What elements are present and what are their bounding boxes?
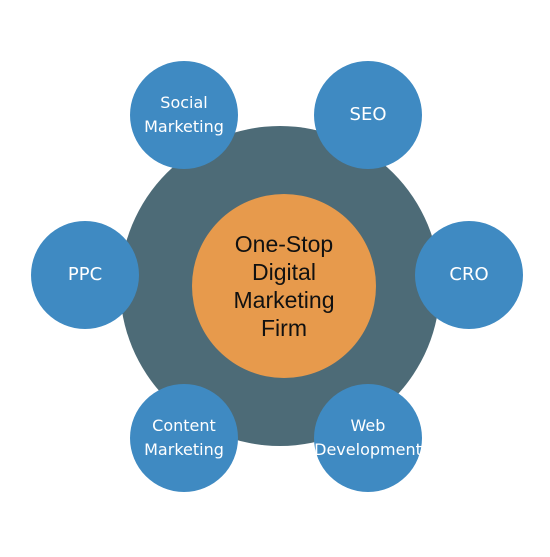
center-line-3: Marketing (233, 287, 335, 313)
center-circle: One-Stop Digital Marketing Firm (192, 194, 376, 378)
node-web-development: Web Development (314, 384, 422, 492)
node-social-marketing: Social Marketing (130, 61, 238, 169)
node-content-marketing-line-2: Marketing (144, 440, 224, 459)
node-cro: CRO (415, 221, 523, 329)
node-web-development-line-2: Development (314, 440, 422, 459)
node-seo: SEO (314, 61, 422, 169)
center-line-2: Digital (252, 259, 316, 285)
node-seo-label: SEO (349, 104, 387, 125)
node-ppc: PPC (31, 221, 139, 329)
center-line-4: Firm (261, 315, 307, 341)
node-social-marketing-line-2: Marketing (144, 117, 224, 136)
node-content-marketing-line-1: Content (152, 416, 216, 435)
node-cro-label: CRO (449, 264, 489, 285)
node-ppc-label: PPC (67, 264, 103, 285)
node-content-marketing: Content Marketing (130, 384, 238, 492)
node-social-marketing-line-1: Social (160, 93, 208, 112)
center-line-1: One-Stop (234, 231, 334, 257)
node-web-development-line-1: Web (350, 416, 386, 435)
